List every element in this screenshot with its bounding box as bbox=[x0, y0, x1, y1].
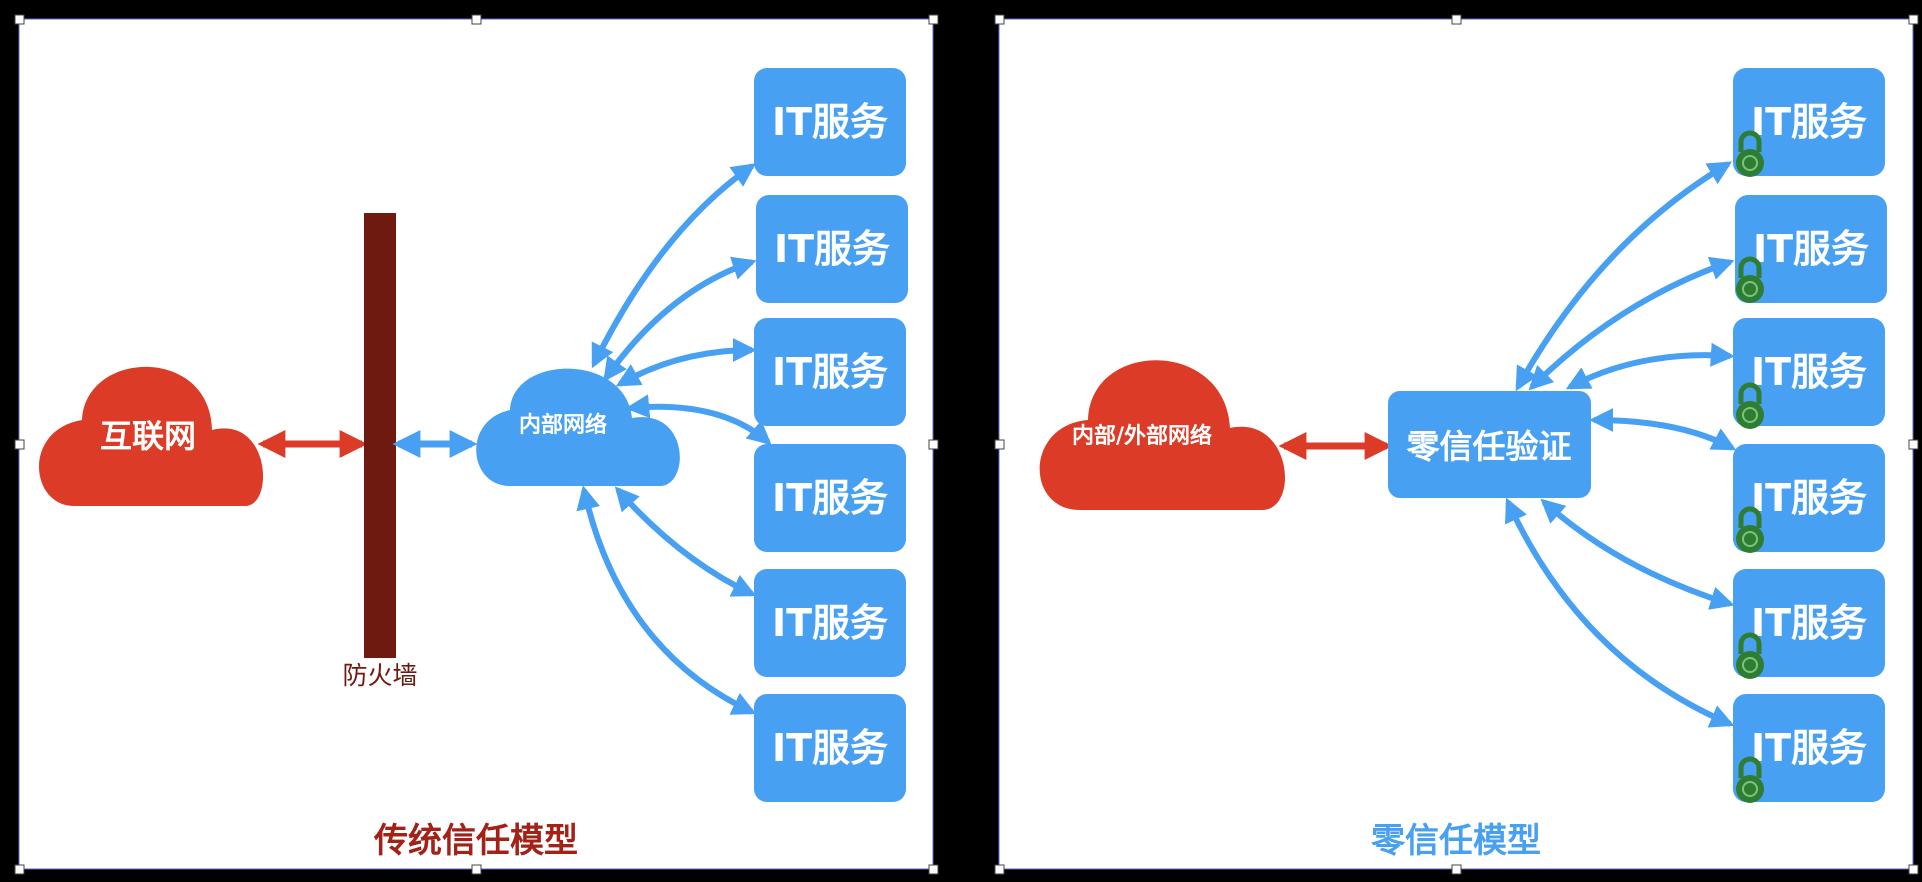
left-panel-selection-handles[interactable] bbox=[14, 14, 939, 875]
internal-network-label: 内部网络 bbox=[519, 412, 607, 438]
left-arrow-4 bbox=[625, 394, 772, 446]
it-service-label: IT服务 bbox=[772, 476, 888, 520]
it-service-box[interactable]: IT服务 bbox=[754, 444, 906, 552]
it-service-box[interactable]: IT服务 bbox=[1733, 318, 1885, 429]
left-service-list: IT服务 IT服务 IT服务 IT服务 IT服务 IT服务 bbox=[754, 68, 908, 802]
it-service-box[interactable]: IT服务 bbox=[1733, 68, 1885, 177]
internal-network-cloud: 内部网络 bbox=[476, 368, 680, 486]
right-panel-caption: 零信任模型 bbox=[1371, 821, 1541, 861]
internet-label: 互联网 bbox=[100, 417, 196, 455]
it-service-box[interactable]: IT服务 bbox=[754, 694, 906, 802]
network-label: 内部/外部网络 bbox=[1072, 423, 1212, 449]
left-arrow-6 bbox=[576, 485, 757, 715]
it-service-box[interactable]: IT服务 bbox=[1733, 569, 1885, 679]
left-arrow-3 bbox=[615, 338, 757, 387]
it-service-box[interactable]: IT服务 bbox=[1733, 444, 1885, 553]
right-panel-selection-handles[interactable] bbox=[994, 14, 1919, 875]
right-arrow-6 bbox=[1505, 497, 1735, 728]
it-service-box[interactable]: IT服务 bbox=[756, 195, 908, 303]
right-panel: 内部/外部网络 零信任验证 IT服务 IT服 bbox=[994, 14, 1919, 875]
right-service-list: IT服务 IT服务 IT服务 IT服务 IT服务 bbox=[1733, 68, 1887, 803]
right-arrow-2 bbox=[1528, 256, 1735, 391]
firewall-bar bbox=[364, 213, 396, 658]
it-service-label: IT服务 bbox=[772, 350, 888, 394]
verify-label: 零信任验证 bbox=[1407, 427, 1572, 466]
it-service-label: IT服务 bbox=[1751, 350, 1867, 394]
it-service-box[interactable]: IT服务 bbox=[1733, 694, 1885, 803]
right-service-arrows bbox=[1505, 161, 1737, 728]
internet-cloud: 互联网 bbox=[39, 366, 264, 506]
it-service-label: IT服务 bbox=[772, 601, 888, 645]
right-arrow-4 bbox=[1589, 408, 1737, 451]
it-service-label: IT服务 bbox=[1753, 227, 1869, 271]
firewall-label: 防火墙 bbox=[342, 661, 417, 690]
it-service-label: IT服务 bbox=[772, 726, 888, 770]
it-service-label: IT服务 bbox=[774, 227, 890, 271]
network-cloud: 内部/外部网络 bbox=[1039, 360, 1286, 510]
left-service-arrows bbox=[576, 163, 772, 715]
it-service-box[interactable]: IT服务 bbox=[1735, 195, 1887, 303]
right-arrow-3 bbox=[1565, 342, 1735, 390]
it-service-label: IT服务 bbox=[1751, 476, 1867, 520]
left-panel: 互联网 防火墙 内部网络 IT服务 bbox=[14, 14, 939, 875]
it-service-box[interactable]: IT服务 bbox=[754, 569, 906, 677]
zero-trust-verify-box[interactable]: 零信任验证 bbox=[1388, 391, 1591, 498]
it-service-box[interactable]: IT服务 bbox=[754, 68, 906, 176]
it-service-label: IT服务 bbox=[772, 100, 888, 144]
left-panel-caption: 传统信任模型 bbox=[373, 821, 578, 861]
it-service-label: IT服务 bbox=[1751, 100, 1867, 144]
it-service-label: IT服务 bbox=[1751, 601, 1867, 645]
it-service-box[interactable]: IT服务 bbox=[754, 318, 906, 426]
it-service-label: IT服务 bbox=[1751, 726, 1867, 770]
